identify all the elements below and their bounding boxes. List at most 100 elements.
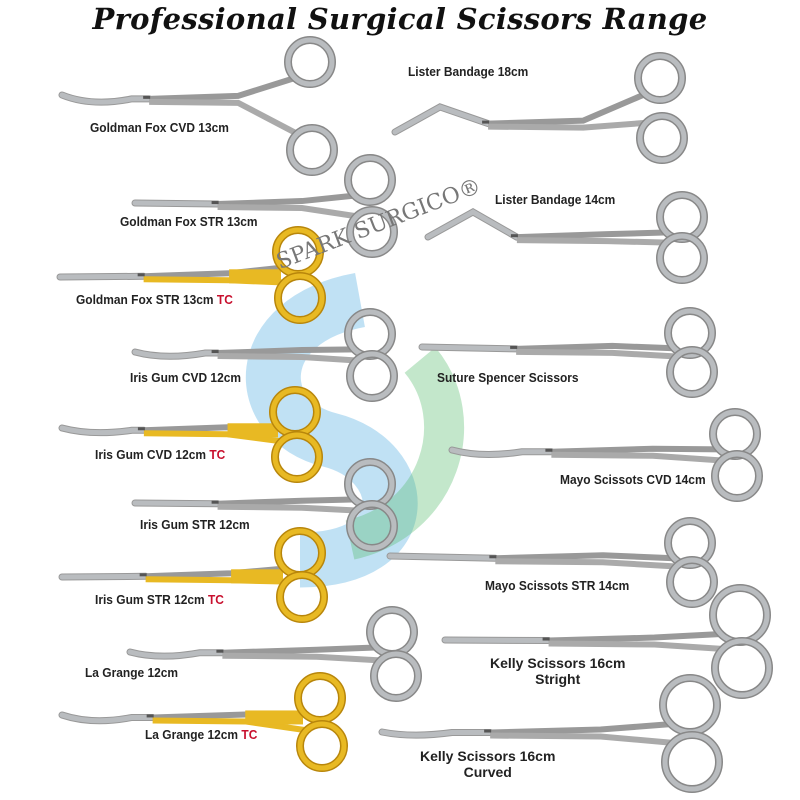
- product-label: La Grange 12cm TC: [145, 727, 257, 742]
- scissor-shank: [152, 717, 310, 734]
- pivot-screw: [137, 273, 145, 277]
- scissor-blade: [424, 207, 521, 241]
- product-name: Goldman Fox STR 13cm: [76, 292, 214, 307]
- gold-handle-shank: [227, 423, 278, 438]
- finger-ring: [665, 308, 715, 358]
- finger-ring: [285, 37, 335, 87]
- product-name: Kelly Scissors 16cm: [490, 655, 626, 671]
- finger-ring: [272, 432, 322, 482]
- finger-ring: [712, 638, 772, 698]
- scissor-shank: [551, 451, 725, 464]
- finger-ring: [295, 673, 345, 723]
- scissor-blade-highlight: [449, 447, 554, 457]
- pivot-screw: [542, 637, 550, 641]
- product-label: Mayo Scissots CVD 14cm: [560, 472, 706, 487]
- product-name: Mayo Scissots STR 14cm: [485, 578, 630, 593]
- logo-blue-swoosh: [245, 272, 418, 588]
- product-label: Iris Gum STR 12cm: [140, 517, 250, 532]
- scissor-shank: [516, 342, 677, 352]
- finger-ring: [347, 351, 397, 401]
- product-name: Mayo Scissots CVD 14cm: [560, 472, 706, 487]
- finger-ring: [347, 501, 397, 551]
- product-label: Mayo Scissots STR 14cm: [485, 578, 629, 593]
- scissor-blade-highlight: [59, 92, 152, 105]
- scissor-shank: [217, 192, 358, 208]
- pivot-screw: [211, 500, 219, 504]
- scissor-blade-highlight: [59, 425, 147, 436]
- finger-ring: [660, 675, 720, 735]
- gold-handle-shank: [231, 569, 283, 584]
- scissor-shank: [217, 496, 357, 507]
- scissor-shank: [551, 445, 722, 455]
- pivot-screw: [489, 555, 497, 559]
- pivot-screw: [146, 714, 154, 718]
- product-name: La Grange 12cm: [85, 665, 179, 680]
- product-name: Goldman Fox CVD 13cm: [90, 120, 229, 135]
- scissor-blade-highlight: [57, 273, 147, 280]
- gold-handle-shank: [245, 710, 303, 725]
- scissor-shank: [490, 720, 675, 736]
- finger-ring: [667, 347, 717, 397]
- tc-badge: TC: [206, 447, 226, 462]
- product-label: Suture Spencer Scissors: [437, 370, 579, 385]
- finger-ring: [345, 155, 395, 205]
- scissor-shank: [495, 552, 677, 562]
- product-name: Lister Bandage 14cm: [495, 192, 616, 207]
- pivot-screw: [139, 573, 147, 577]
- scissor-shank: [548, 630, 724, 644]
- product-label: Lister Bandage 14cm: [495, 192, 615, 207]
- finger-ring: [371, 651, 421, 701]
- product-name: La Grange 12cm: [145, 727, 239, 742]
- finger-ring: [275, 273, 325, 323]
- tc-badge: TC: [238, 727, 258, 742]
- scissor-blade-highlight: [442, 637, 552, 644]
- finger-ring: [665, 518, 715, 568]
- scissor-shank: [495, 558, 679, 570]
- product-name: Iris Gum STR 12cm: [140, 517, 250, 532]
- scissor-blade-highlight: [379, 729, 493, 738]
- scissor-shank: [217, 353, 359, 364]
- pivot-screw: [510, 345, 518, 349]
- page-title: Professional Surgical Scissors Range: [92, 2, 708, 36]
- scissor-shank: [516, 237, 669, 246]
- product-label: Iris Gum STR 12cm TC: [95, 592, 224, 607]
- pivot-screw: [216, 649, 224, 653]
- product-name: Iris Gum CVD 12cm: [130, 370, 242, 385]
- product-name: Iris Gum STR 12cm: [95, 592, 205, 607]
- pivot-screw: [484, 729, 492, 733]
- scissor-shank: [217, 204, 360, 220]
- finger-ring: [345, 309, 395, 359]
- scissor-blade-highlight: [59, 573, 149, 580]
- pivot-screw: [482, 120, 490, 124]
- finger-ring: [657, 233, 707, 283]
- scissor-blade-highlight: [132, 500, 221, 507]
- pivot-screw: [143, 95, 151, 99]
- finger-ring: [637, 113, 687, 163]
- tc-badge: TC: [213, 292, 233, 307]
- scissor-shank: [149, 98, 301, 138]
- product-name: Lister Bandage 18cm: [408, 64, 529, 79]
- product-name: Kelly Scissors 16cm: [420, 748, 556, 764]
- finger-ring: [297, 721, 347, 771]
- scissor-shank: [217, 503, 359, 514]
- pivot-screw: [510, 234, 518, 238]
- product-label: Iris Gum CVD 12cm TC: [95, 447, 225, 462]
- finger-ring: [277, 572, 327, 622]
- finger-ring: [287, 125, 337, 175]
- scissor-shank: [222, 652, 383, 664]
- logo-green-swoosh: [344, 347, 464, 560]
- scissor-blade-highlight: [132, 200, 221, 207]
- finger-ring: [367, 607, 417, 657]
- finger-ring: [347, 207, 397, 257]
- gold-handle-shank: [229, 269, 281, 284]
- product-name: Suture Spencer Scissors: [437, 370, 579, 385]
- product-label: Lister Bandage 18cm: [408, 64, 528, 79]
- scissor-shank: [149, 74, 298, 102]
- scissor-shank: [488, 90, 648, 127]
- scissor-shank: [490, 732, 677, 747]
- finger-ring: [667, 557, 717, 607]
- scissor-shank: [516, 229, 669, 241]
